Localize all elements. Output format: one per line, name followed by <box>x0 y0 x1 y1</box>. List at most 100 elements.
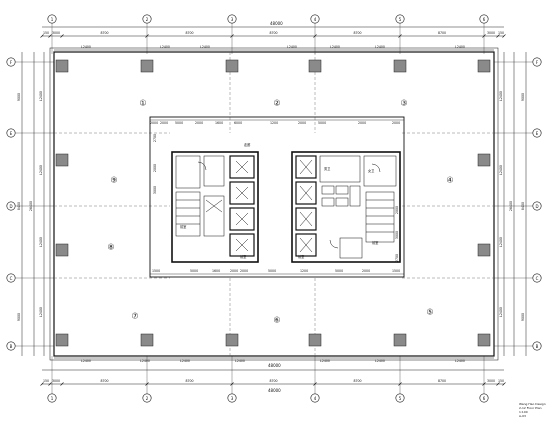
dim-tick <box>48 382 52 386</box>
core-label-lobby-2: 前室 <box>240 254 246 259</box>
column <box>477 153 491 167</box>
right-axis-bubble-4-label: C <box>536 276 539 281</box>
core-top-dim: 1200 <box>270 121 278 125</box>
core-bottom-dim: 5000 <box>268 269 276 273</box>
top-dim-inner: L2400 <box>455 45 465 49</box>
core-label-lobby-1: 前室 <box>180 224 186 229</box>
core-bottom-dim: 5000 <box>335 269 343 273</box>
right-axis-bubble-4: C <box>532 273 542 283</box>
left-axis-bubble-1: F <box>6 57 16 67</box>
left-dim-outer: 9000 <box>17 313 21 321</box>
core-side-dim: 3000 <box>395 231 399 239</box>
left-axis-bubble-4-label: C <box>10 276 13 281</box>
bottom-dim-inner: L2400 <box>320 359 330 363</box>
core-bottom-dim: 2000 <box>230 269 238 273</box>
core-bottom-dim: 2000 <box>240 269 248 273</box>
bottom-dim-outer: 3000 <box>487 379 495 383</box>
right-axis-bubble-5: B <box>532 341 542 351</box>
column <box>140 59 154 73</box>
right-axis-bubble-2-label: E <box>536 131 539 136</box>
core-top-dim: 6000 <box>234 121 242 125</box>
bottom-dim-outer: 8700 <box>269 379 277 383</box>
top-dim-outer: 3000 <box>52 31 60 35</box>
top-axis-bubble-3-label: 3 <box>231 17 234 22</box>
core-side-dim: 2000 <box>153 164 157 172</box>
top-dim-outer: 8700 <box>185 31 193 35</box>
left-axis-bubble-5-label: B <box>10 344 13 349</box>
right-axis-bubble-1-label: F <box>536 60 539 65</box>
dim-tick <box>40 34 44 38</box>
bottom-dim-inner: L2400 <box>81 359 91 363</box>
zone-2: ② <box>273 99 280 108</box>
left-dim-inner: L2400 <box>39 91 43 101</box>
column <box>393 333 407 347</box>
left-dim-outer: 8400 <box>17 202 21 210</box>
bottom-axis-bubble-3: 3 <box>227 393 237 403</box>
core-side-dim: 2700 <box>153 134 157 142</box>
left-dim-inner: L2400 <box>39 237 43 247</box>
bottom-dim-outer: 150 <box>43 379 49 383</box>
core-side-dim: 3000 <box>153 186 157 194</box>
top-axis-bubble-1: 1 <box>47 14 57 24</box>
core-right-interior <box>295 155 397 259</box>
zone-8: ⑧ <box>107 243 114 252</box>
left-axis-bubble-3-label: D <box>9 204 12 209</box>
bottom-axis-bubble-1: 1 <box>47 393 57 403</box>
core-left-interior <box>175 155 255 257</box>
core-top-dim: 2000 <box>298 121 306 125</box>
zone-7: ⑦ <box>131 312 138 321</box>
top-axis-bubble-6: 6 <box>479 14 489 24</box>
bottom-dims-mid: 48000 <box>268 363 281 368</box>
bottom-axis-bubble-3-label: 3 <box>231 396 234 401</box>
left-dim-inner: L2400 <box>39 307 43 317</box>
column <box>55 153 69 167</box>
top-dim-outer: 150 <box>498 31 504 35</box>
top-dim-inner: L2400 <box>375 45 385 49</box>
left-dim-outer: 9000 <box>17 93 21 101</box>
note-4: A-03 <box>519 414 526 418</box>
left-axis-bubble-1-label: F <box>10 60 13 65</box>
dim-tick <box>313 382 317 386</box>
core-bottom-dim: 2000 <box>362 269 370 273</box>
bottom-dim-inner: L2400 <box>180 359 190 363</box>
bottom-dimensions <box>42 357 504 385</box>
core-side-dim: 2000 <box>395 206 399 214</box>
bottom-axis-bubble-4: 4 <box>310 393 320 403</box>
top-dimensions <box>42 26 504 51</box>
top-axis-bubble-2-label: 2 <box>146 17 149 22</box>
core-top-dim: 5000 <box>175 121 183 125</box>
bottom-axis-bubble-2: 2 <box>142 393 152 403</box>
top-dim-inner: L2400 <box>287 45 297 49</box>
top-dim-inner: L2400 <box>200 45 210 49</box>
bottom-dim-outer: 8700 <box>353 379 361 383</box>
bottom-dims-total: 48000 <box>268 388 281 393</box>
left-dim-inner: L2400 <box>39 165 43 175</box>
core-label-womens-wc: 女卫 <box>368 168 375 173</box>
top-axis-bubble-6-label: 6 <box>483 17 486 22</box>
top-dim-outer: 8700 <box>353 31 361 35</box>
title-notes: Wang Hao Design 2-12 Floor Plan 1:100 A-… <box>519 402 546 418</box>
bottom-axis-bubble-2-label: 2 <box>146 396 149 401</box>
core-label-corridor: 走廊 <box>244 142 251 147</box>
left-axis-bubble-4: C <box>6 273 16 283</box>
side-dimensions <box>21 52 527 356</box>
left-axis-bubble-5: B <box>6 341 16 351</box>
dim-tick <box>496 34 500 38</box>
right-axis-bubble-5-label: B <box>536 344 539 349</box>
bottom-dim-inner: L2400 <box>455 359 465 363</box>
zone-1: ① <box>139 99 146 108</box>
bottom-dim-inner: L2400 <box>235 359 245 363</box>
dim-tick <box>482 382 486 386</box>
core-top-dim: 5000 <box>318 121 326 125</box>
top-dim-outer: 8700 <box>100 31 108 35</box>
top-axis-bubble-3: 3 <box>227 14 237 24</box>
zone-9: ⑨ <box>110 176 117 185</box>
right-axis-bubble-3: D <box>532 201 542 211</box>
core-label-mens-wc: 男卫 <box>324 166 331 171</box>
